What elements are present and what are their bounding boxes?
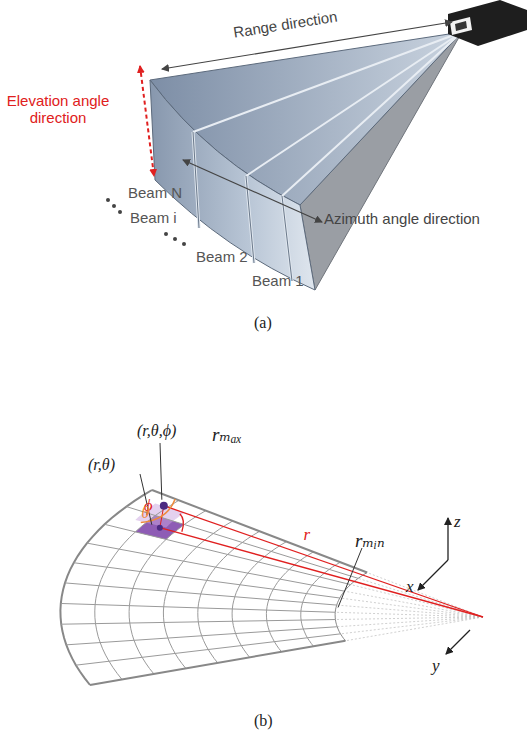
panel-label: (a) [254, 314, 272, 332]
grid-line [152, 490, 367, 573]
range-line [164, 506, 483, 617]
grid-arc [232, 542, 286, 658]
leader-line [140, 474, 152, 525]
axis-label: y [432, 656, 440, 676]
beam-label: Beam N [128, 184, 182, 201]
range-line [160, 528, 483, 617]
grid-arc [95, 500, 179, 679]
beam-fan [150, 32, 462, 290]
grid-line [335, 617, 483, 620]
grid-arc [266, 552, 313, 652]
angle-label: θ [141, 503, 149, 523]
grid-line [87, 543, 344, 591]
elevation-arrow [140, 66, 154, 176]
grid-line [341, 617, 483, 634]
point-label: (r,θ,ϕ) [137, 422, 176, 440]
grid-arc [163, 521, 232, 668]
beam-divider [193, 132, 292, 281]
grid-line [61, 620, 335, 625]
range-label: r [303, 525, 310, 545]
grid-arc [60, 490, 152, 685]
grid-line [335, 612, 483, 617]
beam-dots [106, 198, 186, 246]
y-axis [446, 630, 470, 654]
leader-line [160, 443, 162, 500]
point-marker [157, 525, 163, 531]
beam-label: Beam 2 [196, 248, 248, 265]
axis-label: Azimuth angle direction [324, 210, 480, 227]
point-label: (r,θ) [88, 456, 115, 474]
axis-label: z [454, 512, 461, 532]
beam-label: Beam 1 [252, 272, 304, 289]
grid-line [90, 641, 345, 685]
grid-arc [129, 511, 206, 674]
phi-arc [180, 514, 184, 532]
cell-volume [135, 504, 184, 528]
grid-arc [198, 531, 260, 663]
grid-line [65, 583, 337, 605]
sonar-device [448, 0, 527, 46]
grid-line [61, 603, 335, 612]
beam-divider [193, 32, 462, 196]
grid-line [340, 598, 483, 617]
beam-label: Beam i [130, 209, 177, 226]
grid-line [105, 524, 351, 584]
azimuth-arrow [183, 160, 322, 222]
axis-label: Elevation angle direction [2, 92, 114, 127]
grid-arc [335, 573, 367, 641]
x-axis [418, 560, 448, 590]
z-axis [447, 518, 448, 560]
grid-line [74, 563, 340, 598]
panel-label: (b) [254, 712, 273, 730]
axis-label: x [406, 577, 414, 597]
leader-line [338, 548, 362, 607]
range-label: rₘₐₓ [212, 424, 242, 446]
axis-label: Range direction [232, 8, 338, 41]
point-marker [160, 502, 168, 510]
range-label: rₘᵢₙ [355, 530, 385, 552]
grid-line [66, 627, 337, 645]
beam-divider [193, 132, 292, 281]
